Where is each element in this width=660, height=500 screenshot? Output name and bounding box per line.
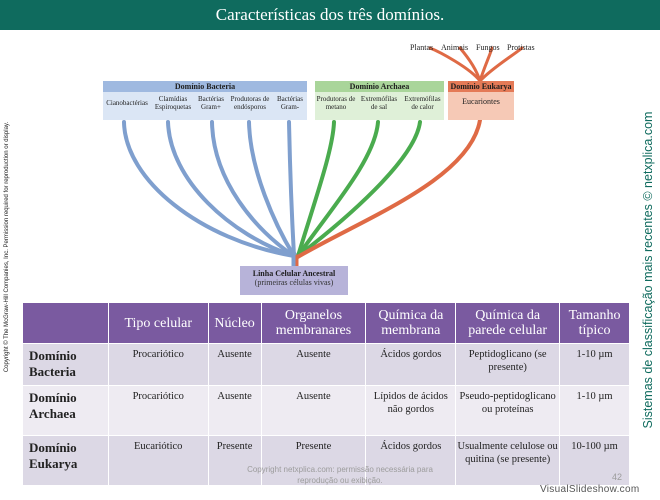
label-fungos: Fungos: [476, 43, 500, 52]
phylogenetic-tree: [122, 46, 524, 269]
page-number: 42: [612, 472, 623, 482]
table-cell: Ausente: [207, 343, 262, 386]
root-ancestral-box: Linha Celular Ancestral (primeiras célul…: [240, 266, 348, 295]
branch-eukarya: [294, 118, 482, 260]
branch-sal: [296, 120, 380, 258]
root-title: Linha Celular Ancestral: [252, 269, 336, 278]
fan-animais: [458, 46, 482, 83]
slide-title: Características dos três domínios.: [215, 5, 445, 24]
group-metano: Produtoras de metano: [316, 95, 356, 111]
table-row: Domínio Eukarya Eucariótico Presente Pre…: [22, 435, 630, 486]
domains-table: Tipo celular Núcleo Organelos membranare…: [22, 302, 630, 486]
table-cell: Ausente: [207, 385, 262, 436]
site-mark: VisualSlideshow.com: [540, 484, 640, 495]
table-row: Domínio Bacteria Procariótico Ausente Au…: [22, 343, 630, 386]
table-cell: 10-100 µm: [559, 435, 630, 486]
table-cell: Ácidos gordos: [365, 343, 457, 386]
header-archaea: Domínio Archaea: [315, 81, 444, 92]
header-tipo-celular: Tipo celular: [107, 302, 209, 344]
row-label: Domínio Bacteria: [22, 343, 109, 386]
bacteria-groups-box: [103, 92, 307, 120]
table-cell: Eucariótico: [107, 435, 209, 486]
group-sal: Extremófilas de sal: [360, 95, 398, 111]
table-cell: Ausente: [260, 343, 367, 386]
table-cell: Procariótico: [107, 343, 209, 386]
group-endosporos: Produtoras de endósporos: [230, 95, 270, 111]
group-eucariontes: Eucariontes: [462, 97, 500, 106]
table-header-row: Tipo celular Núcleo Organelos membranare…: [22, 302, 630, 344]
table-cell: Presente: [260, 435, 367, 486]
group-gram-pos: Bactérias Gram+: [197, 95, 225, 111]
label-protistas: Protistas: [507, 43, 535, 52]
group-cianobacterias: Cianobactérias: [106, 99, 148, 107]
group-clamidias: Clamídias Espiroquetas: [154, 95, 192, 111]
table-cell: Pseudo-peptidoglicano ou proteínas: [455, 385, 561, 436]
branch-gram-pos: [210, 120, 296, 258]
table-cell: Ácidos gordos: [365, 435, 457, 486]
branch-cianobacterias: [122, 120, 296, 258]
table-cell: 1-10 µm: [559, 385, 630, 436]
fan-protistas: [478, 46, 524, 83]
title-bar: Características dos três domínios.: [0, 0, 660, 30]
archaea-groups-box: [315, 92, 444, 120]
group-gram-neg: Bactérias Gram-: [276, 95, 304, 111]
header-eukarya: Domínio Eukarya: [448, 81, 514, 92]
label-animais: Animais: [441, 43, 469, 52]
table-row: Domínio Archaea Procariótico Ausente Aus…: [22, 385, 630, 436]
header-quimica-parede: Química da parede celular: [455, 302, 561, 344]
table-cell: Usualmente celulose ou quitina (se prese…: [455, 435, 561, 486]
table-cell: Peptidoglicano (se presente): [455, 343, 561, 386]
header-blank: [22, 302, 109, 344]
table-cell: Presente: [207, 435, 262, 486]
root-subtitle: (primeiras células vivas): [254, 278, 334, 287]
label-plantas: Plantas: [410, 43, 434, 52]
eukarya-groups-box: [448, 92, 514, 120]
branch-calor: [296, 120, 422, 258]
table-cell: Lípidos de ácidos não gordos: [365, 385, 457, 436]
fan-fungos: [478, 46, 494, 83]
watermark: Copyright netxplica.com: permissão neces…: [247, 465, 433, 485]
header-bacteria: Domínio Bacteria: [103, 81, 307, 92]
table-cell: Procariótico: [107, 385, 209, 436]
fan-plantas: [428, 46, 482, 83]
branch-gram-neg: [287, 120, 296, 258]
table-cell: 1-10 µm: [559, 343, 630, 386]
branch-metano: [296, 120, 336, 258]
header-organelos: Organelos membranares: [260, 302, 367, 344]
header-nucleo: Núcleo: [207, 302, 262, 344]
branch-endosporos: [247, 120, 296, 258]
row-label: Domínio Eukarya: [22, 435, 109, 486]
row-label: Domínio Archaea: [22, 385, 109, 436]
group-calor: Extremófilas de calor: [404, 95, 441, 111]
branch-clamidias: [166, 120, 296, 258]
header-tamanho: Tamanho típico: [559, 302, 630, 344]
table-cell: Ausente: [260, 385, 367, 436]
header-quimica-membrana: Química da membrana: [365, 302, 457, 344]
